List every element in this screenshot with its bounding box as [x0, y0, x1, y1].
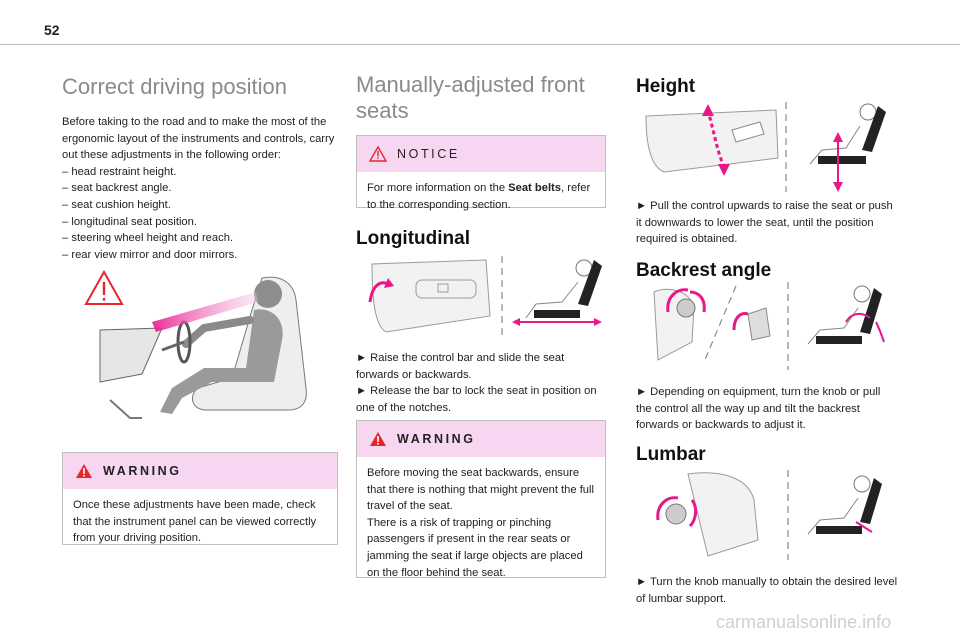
section-title-driving-position: Correct driving position — [62, 74, 287, 99]
watermark: carmanualsonline.info — [716, 612, 892, 632]
list-item: steering wheel height and reach. — [62, 230, 337, 247]
seat-belts-reference: Seat belts — [508, 182, 562, 194]
notice-box-header: NOTICE — [357, 136, 605, 172]
warning-triangle-icon — [370, 432, 386, 446]
list-item: head restraint height. — [62, 164, 337, 181]
notice-triangle-icon — [369, 146, 387, 162]
notice-text-part: , refer to the corresponding section. — [367, 182, 591, 211]
notice-label: NOTICE — [397, 147, 460, 161]
notice-text: For more information on the Seat belts, … — [357, 172, 605, 223]
intro-paragraph: Before taking to the road and to make th… — [62, 116, 335, 162]
longitudinal-illustration — [368, 256, 602, 336]
list-item: seat backrest angle. — [62, 180, 337, 197]
heading-backrest-angle: Backrest angle — [636, 260, 772, 281]
heading-lumbar: Lumbar — [636, 444, 706, 465]
backrest-instruction: ► Depending on equipment, turn the knob … — [636, 386, 881, 432]
height-instruction: ► Pull the control upwards to raise the … — [636, 200, 893, 246]
warning-text: Before moving the seat backwards, ensure… — [367, 467, 594, 513]
warning-box-header: WARNING — [63, 453, 337, 489]
heading-height: Height — [636, 76, 696, 97]
warning-box-header: WARNING — [357, 421, 605, 457]
warning-box-driving-position: WARNING Once these adjustments have been… — [62, 452, 338, 545]
adjustment-steps-list: head restraint height. seat backrest ang… — [62, 164, 337, 264]
section-title-manual-seats: Manually-adjusted front seats — [356, 72, 585, 123]
list-item: longitudinal seat position. — [62, 214, 337, 231]
longitudinal-step-1: ► Raise the control bar and slide the se… — [356, 352, 565, 381]
lumbar-instruction: ► Turn the knob manually to obtain the d… — [636, 576, 898, 605]
warning-triangle-icon — [76, 464, 92, 478]
lumbar-illustration — [656, 470, 882, 560]
page-number: 52 — [44, 22, 60, 38]
warning-label: WARNING — [103, 464, 182, 478]
backrest-angle-illustration — [653, 282, 885, 370]
warning-text: Once these adjustments have been made, c… — [73, 499, 317, 545]
column-driving-position: Correct driving position Before taking t… — [62, 64, 337, 263]
height-illustration — [645, 102, 886, 192]
warning-body: Before moving the seat backwards, ensure… — [357, 457, 605, 591]
driving-position-illustration — [84, 270, 307, 419]
notice-text-part: For more information on the — [367, 182, 509, 194]
notice-box: NOTICE For more information on the Seat … — [356, 135, 606, 211]
list-item: rear view mirror and door mirrors. — [62, 247, 337, 264]
column-manual-seats: Manually-adjusted front seats — [356, 72, 606, 124]
heading-longitudinal: Longitudinal — [356, 228, 470, 249]
header-divider — [0, 44, 960, 45]
longitudinal-step-2: ► Release the bar to lock the seat in po… — [356, 385, 597, 414]
warning-label: WARNING — [397, 432, 476, 446]
warning-box-seat-backwards: WARNING Before moving the seat backwards… — [356, 420, 606, 579]
list-item: seat cushion height. — [62, 197, 337, 214]
warning-text: There is a risk of trapping or pinching … — [367, 516, 583, 579]
warning-triangle-icon — [84, 270, 124, 305]
